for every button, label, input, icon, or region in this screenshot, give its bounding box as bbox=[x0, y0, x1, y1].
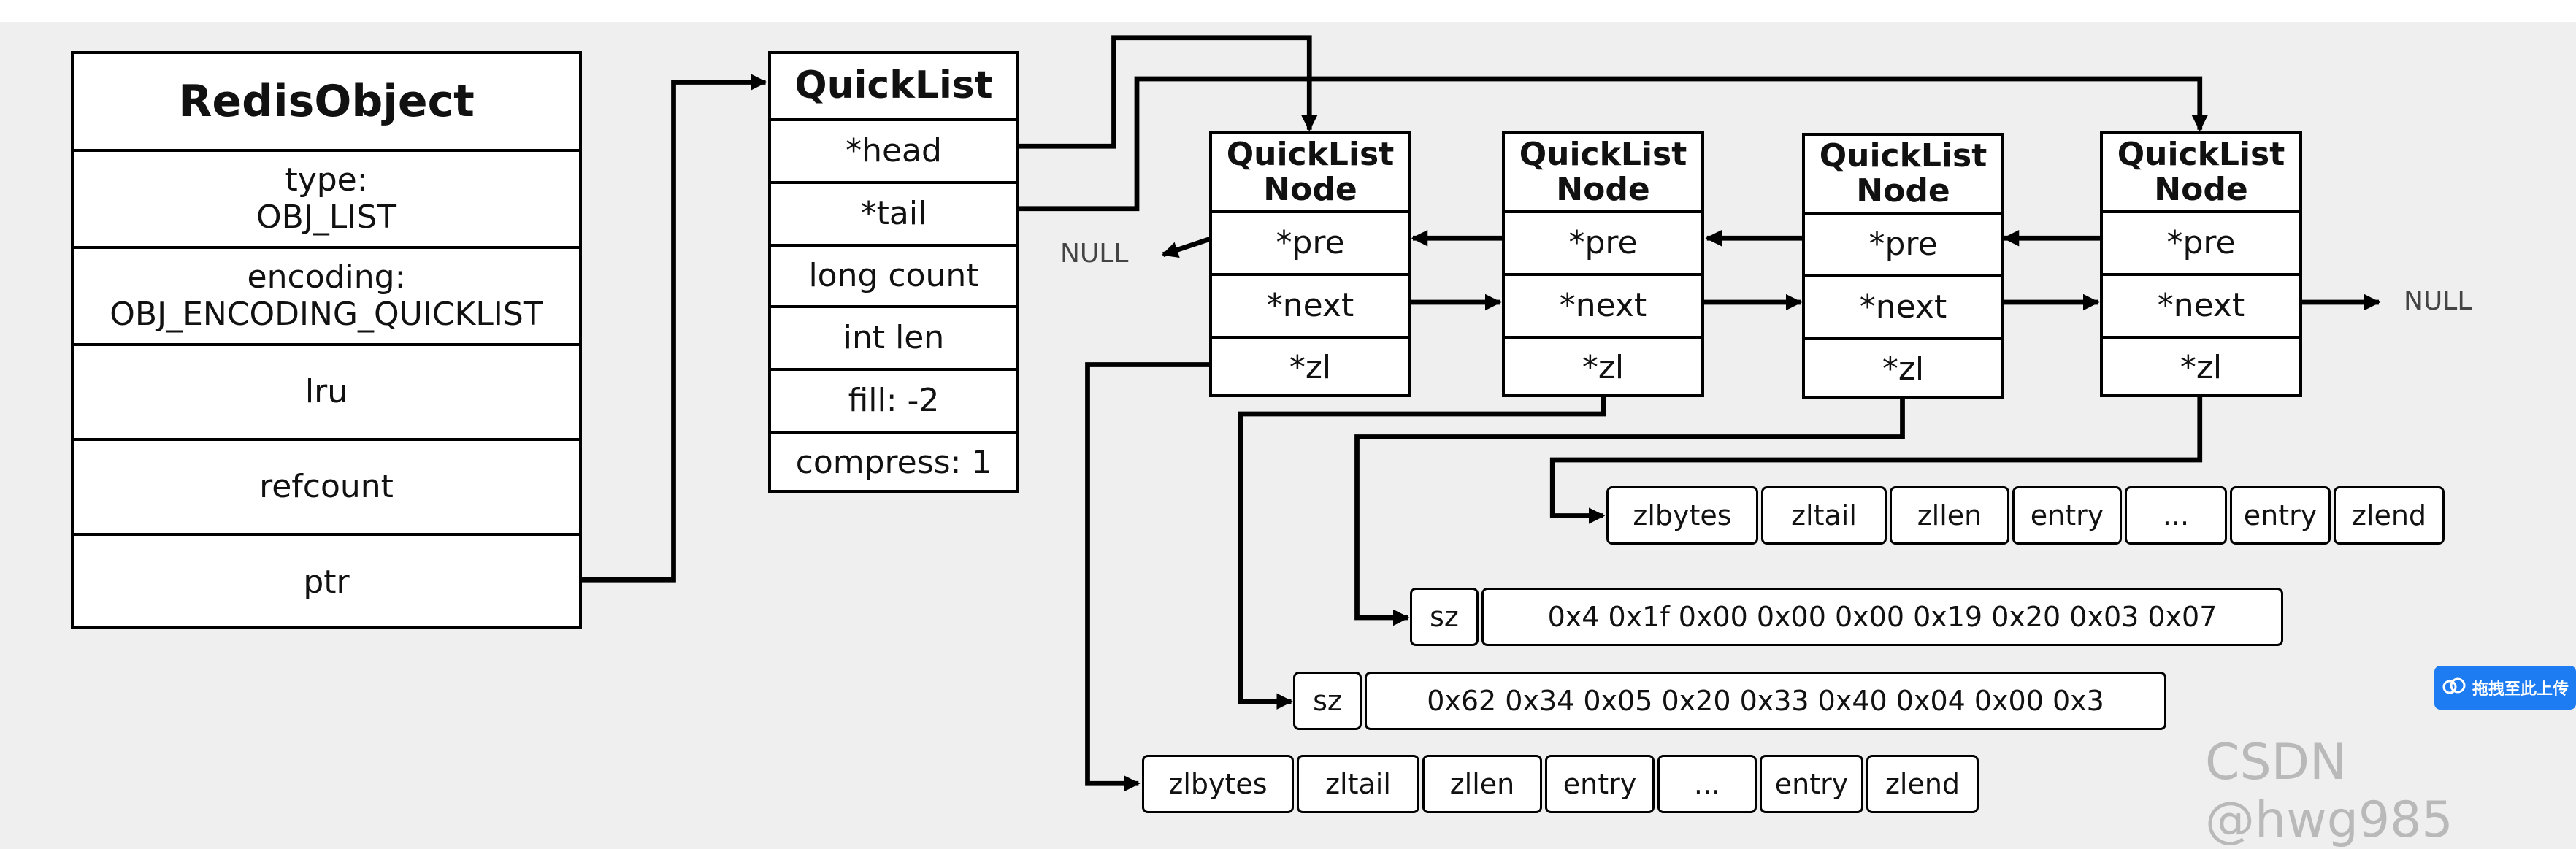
tail-arrow bbox=[1019, 76, 2208, 212]
quicklist-compress: compress: 1 bbox=[771, 431, 1016, 493]
pre-null-arrow bbox=[1161, 236, 1214, 258]
quicklist-node-1: QuickList Node *pre *next *zl bbox=[1209, 131, 1411, 397]
redis-object-type: type: OBJ_LIST bbox=[74, 149, 579, 246]
node-pre: *pre bbox=[1212, 210, 1408, 273]
upload-badge-label: 拖拽至此上传 bbox=[2472, 680, 2569, 699]
lzf-sz: sz bbox=[1293, 672, 1362, 730]
zl-arrow-1 bbox=[1085, 362, 1211, 792]
node-zl: *zl bbox=[1805, 337, 2001, 399]
ziplist-cell: entry bbox=[2230, 486, 2331, 545]
node-title: QuickList Node bbox=[2117, 135, 2285, 208]
quicklist-node-3: QuickList Node *pre *next *zl bbox=[1802, 133, 2004, 399]
quicklist-box: QuickList *head *tail long count int len… bbox=[768, 51, 1019, 493]
quicklist-tail: *tail bbox=[771, 181, 1016, 244]
quicklist-node-2: QuickList Node *pre *next *zl bbox=[1502, 131, 1704, 397]
node-title: QuickList Node bbox=[1226, 135, 1395, 208]
quicklist-fill: fill: -2 bbox=[771, 368, 1016, 431]
ziplist-cell: zltail bbox=[1761, 486, 1887, 545]
redis-object-title: RedisObject bbox=[178, 75, 475, 127]
lzf-bytes: 0x62 0x34 0x05 0x20 0x33 0x40 0x04 0x00 … bbox=[1365, 672, 2166, 730]
node-title: QuickList Node bbox=[1519, 135, 1687, 208]
ziplist-cell: zltail bbox=[1297, 755, 1419, 813]
quicklist-node-4: QuickList Node *pre *next *zl bbox=[2100, 131, 2302, 397]
zl-arrow-3 bbox=[1354, 396, 1905, 626]
ziplist-cell: zlbytes bbox=[1606, 486, 1758, 545]
lzf-bytes: 0x4 0x1f 0x00 0x00 0x00 0x19 0x20 0x03 0… bbox=[1481, 588, 2283, 646]
top-band bbox=[0, 0, 2576, 22]
node-pre: *pre bbox=[1805, 212, 2001, 274]
ziplist-cell: ... bbox=[1657, 755, 1757, 813]
ziplist-cell: zllen bbox=[1890, 486, 2009, 545]
upload-drop-button[interactable]: 拖拽至此上传 bbox=[2434, 666, 2576, 710]
redis-object-ptr: ptr bbox=[74, 533, 579, 629]
ptr-arrow bbox=[581, 74, 767, 583]
csdn-watermark: CSDN @hwg985 bbox=[2205, 734, 2453, 849]
node-next: *next bbox=[1505, 273, 1701, 336]
ziplist-cell: entry bbox=[1545, 755, 1655, 813]
cloud-icon bbox=[2442, 677, 2466, 699]
ziplist-cell: entry bbox=[2012, 486, 2122, 545]
ziplist-cell: ... bbox=[2125, 486, 2227, 545]
node-pre: *pre bbox=[2103, 210, 2299, 273]
ziplist-cell: zlend bbox=[2334, 486, 2445, 545]
node-zl: *zl bbox=[1212, 336, 1408, 397]
node-zl: *zl bbox=[2103, 336, 2299, 397]
ziplist-cell: zlbytes bbox=[1142, 755, 1294, 813]
quicklist-len: int len bbox=[771, 305, 1016, 368]
quicklist-head: *head bbox=[771, 118, 1016, 181]
zl-arrow-2 bbox=[1238, 396, 1606, 710]
head-arrow bbox=[1019, 35, 1318, 149]
quicklist-count: long count bbox=[771, 244, 1016, 305]
ziplist-cell: zlend bbox=[1866, 755, 1979, 813]
node-next: *next bbox=[1805, 274, 2001, 337]
redis-object-box: RedisObject type: OBJ_LIST encoding: OBJ… bbox=[71, 51, 582, 629]
zl-arrow-4 bbox=[1549, 396, 2203, 524]
ziplist-cell: zllen bbox=[1422, 755, 1542, 813]
quicklist-title: QuickList bbox=[794, 64, 993, 108]
node-pre: *pre bbox=[1505, 210, 1701, 273]
redis-object-encoding: encoding: OBJ_ENCODING_QUICKLIST bbox=[74, 246, 579, 343]
redis-object-lru: lru bbox=[74, 343, 579, 438]
redis-object-refcount: refcount bbox=[74, 438, 579, 533]
lzf-sz: sz bbox=[1410, 588, 1479, 646]
connector-lines bbox=[581, 35, 2381, 792]
null-right-label: NULL bbox=[2404, 286, 2472, 316]
node-next: *next bbox=[2103, 273, 2299, 336]
node-zl: *zl bbox=[1505, 336, 1701, 397]
node-title: QuickList Node bbox=[1819, 137, 1987, 210]
node-next: *next bbox=[1212, 273, 1408, 336]
ziplist-cell: entry bbox=[1760, 755, 1863, 813]
null-left-label: NULL bbox=[1060, 239, 1129, 269]
